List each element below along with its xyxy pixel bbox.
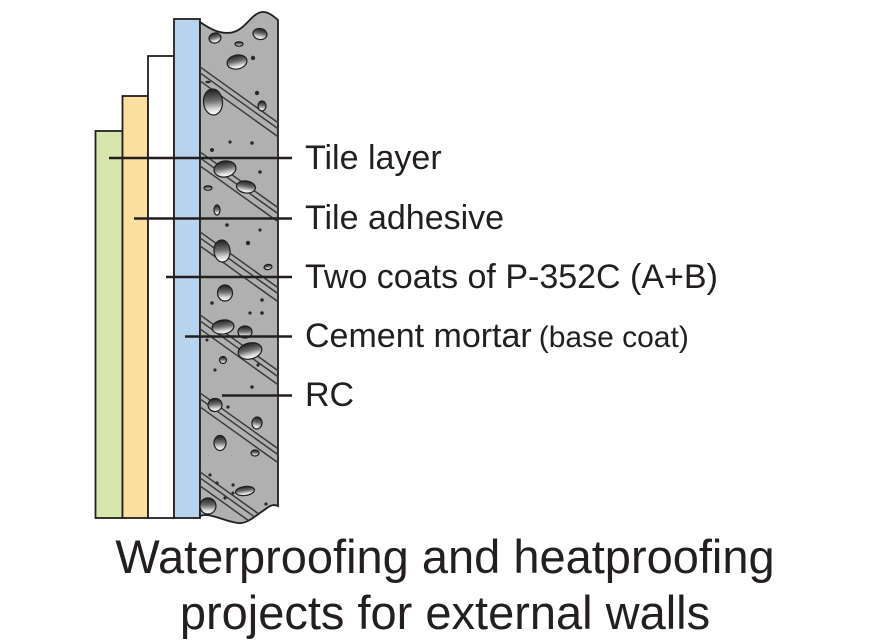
wall-cross-section [94,11,292,524]
label-cement-mortar-text: Cement mortar [305,317,532,355]
label-tile-adhesive-text: Tile adhesive [305,199,505,237]
label-tile-layer: Tile layer [305,140,449,178]
label-tile-layer-text: Tile layer [305,139,442,177]
label-cement-mortar-suffix: (base coat) [538,321,689,354]
layer-swatch-p352c-coats [147,55,175,519]
label-rc-text: RC [305,376,355,414]
label-p352c-coats-text: Two coats of P-352C (A+B) [305,258,718,296]
layer-swatch-cement-mortar [173,18,201,519]
label-p352c-coats: Two coats of P-352C (A+B) [305,259,725,297]
air-void-bubbles [200,27,273,515]
diagram-caption: Waterproofing and heatproofing projects … [0,529,890,641]
caption-line-2: projects for external walls [179,586,711,639]
layer-swatch-tile-adhesive [121,95,149,519]
caption-line-1: Waterproofing and heatproofing [115,530,775,583]
label-rc: RC [305,377,361,415]
label-tile-adhesive: Tile adhesive [305,200,511,238]
layer-swatch-tile-layer [94,130,124,519]
label-cement-mortar: Cement mortar(base coat) [305,318,689,356]
concrete-texture [200,27,278,524]
